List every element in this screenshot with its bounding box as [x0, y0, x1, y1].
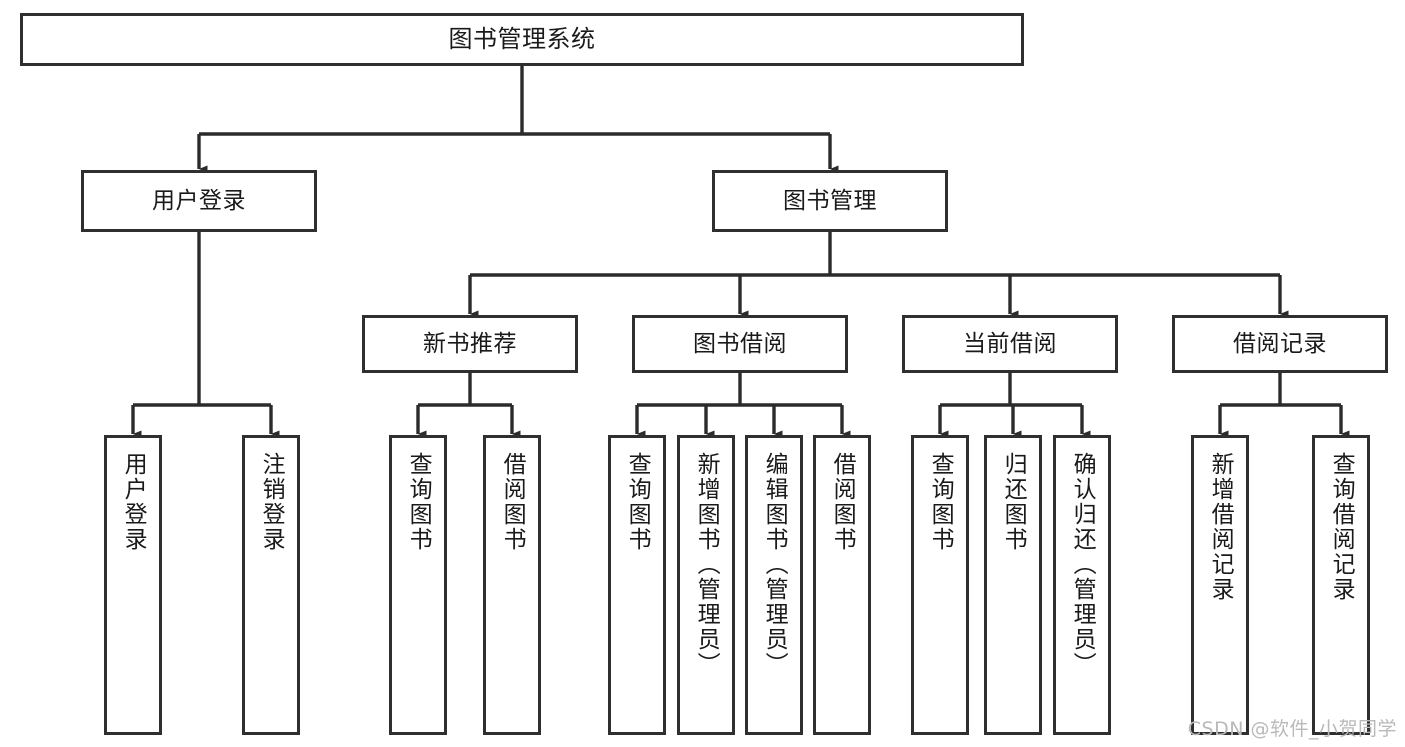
node-label-leaf-rec-query: 查询图书 [405, 452, 432, 552]
node-leaf-rec-borrow[interactable]: 借阅图书 [483, 435, 541, 735]
node-leaf-user-login[interactable]: 用户登录 [104, 435, 162, 735]
node-label-leaf-rec-borrow: 借阅图书 [499, 452, 526, 552]
watermark-text: CSDN @软件_小贺同学 [1187, 718, 1397, 740]
node-label-leaf-user-login: 用户登录 [120, 452, 147, 552]
node-leaf-rec-query[interactable]: 查询图书 [389, 435, 447, 735]
node-leaf-bb-edit[interactable]: 编辑图书（管理员） [745, 435, 803, 735]
node-leaf-bb-borrow[interactable]: 借阅图书 [813, 435, 871, 735]
node-label-new-book-rec: 新书推荐 [423, 330, 517, 357]
node-label-leaf-bb-edit: 编辑图书（管理员） [761, 452, 788, 677]
node-label-leaf-user-logout: 注销登录 [258, 452, 285, 552]
node-leaf-br-query[interactable]: 查询借阅记录 [1312, 435, 1370, 735]
node-book-borrow[interactable]: 图书借阅 [632, 315, 848, 373]
node-label-user-login: 用户登录 [152, 187, 246, 214]
node-label-current-borrow: 当前借阅 [963, 330, 1057, 357]
node-label-leaf-br-add: 新增借阅记录 [1207, 452, 1234, 602]
node-label-leaf-cb-return: 归还图书 [1000, 452, 1027, 552]
node-leaf-cb-return[interactable]: 归还图书 [984, 435, 1042, 735]
node-leaf-bb-query[interactable]: 查询图书 [608, 435, 666, 735]
node-label-book-manage: 图书管理 [783, 187, 877, 214]
node-leaf-cb-confirm[interactable]: 确认归还（管理员） [1053, 435, 1111, 735]
node-leaf-cb-query[interactable]: 查询图书 [911, 435, 969, 735]
node-label-root: 图书管理系统 [448, 24, 596, 53]
node-label-book-borrow: 图书借阅 [693, 330, 787, 357]
node-user-login[interactable]: 用户登录 [81, 170, 317, 232]
node-new-book-rec[interactable]: 新书推荐 [362, 315, 578, 373]
node-label-borrow-record: 借阅记录 [1233, 330, 1327, 357]
node-current-borrow[interactable]: 当前借阅 [902, 315, 1118, 373]
node-book-manage[interactable]: 图书管理 [712, 170, 948, 232]
node-label-leaf-cb-confirm: 确认归还（管理员） [1069, 452, 1096, 677]
node-leaf-bb-add[interactable]: 新增图书（管理员） [677, 435, 735, 735]
node-leaf-user-logout[interactable]: 注销登录 [242, 435, 300, 735]
node-label-leaf-cb-query: 查询图书 [927, 452, 954, 552]
node-leaf-br-add[interactable]: 新增借阅记录 [1191, 435, 1249, 735]
node-borrow-record[interactable]: 借阅记录 [1172, 315, 1388, 373]
node-label-leaf-br-query: 查询借阅记录 [1328, 452, 1355, 602]
node-label-leaf-bb-query: 查询图书 [624, 452, 651, 552]
node-root[interactable]: 图书管理系统 [20, 13, 1024, 66]
node-label-leaf-bb-borrow: 借阅图书 [829, 452, 856, 552]
node-label-leaf-bb-add: 新增图书（管理员） [693, 452, 720, 677]
